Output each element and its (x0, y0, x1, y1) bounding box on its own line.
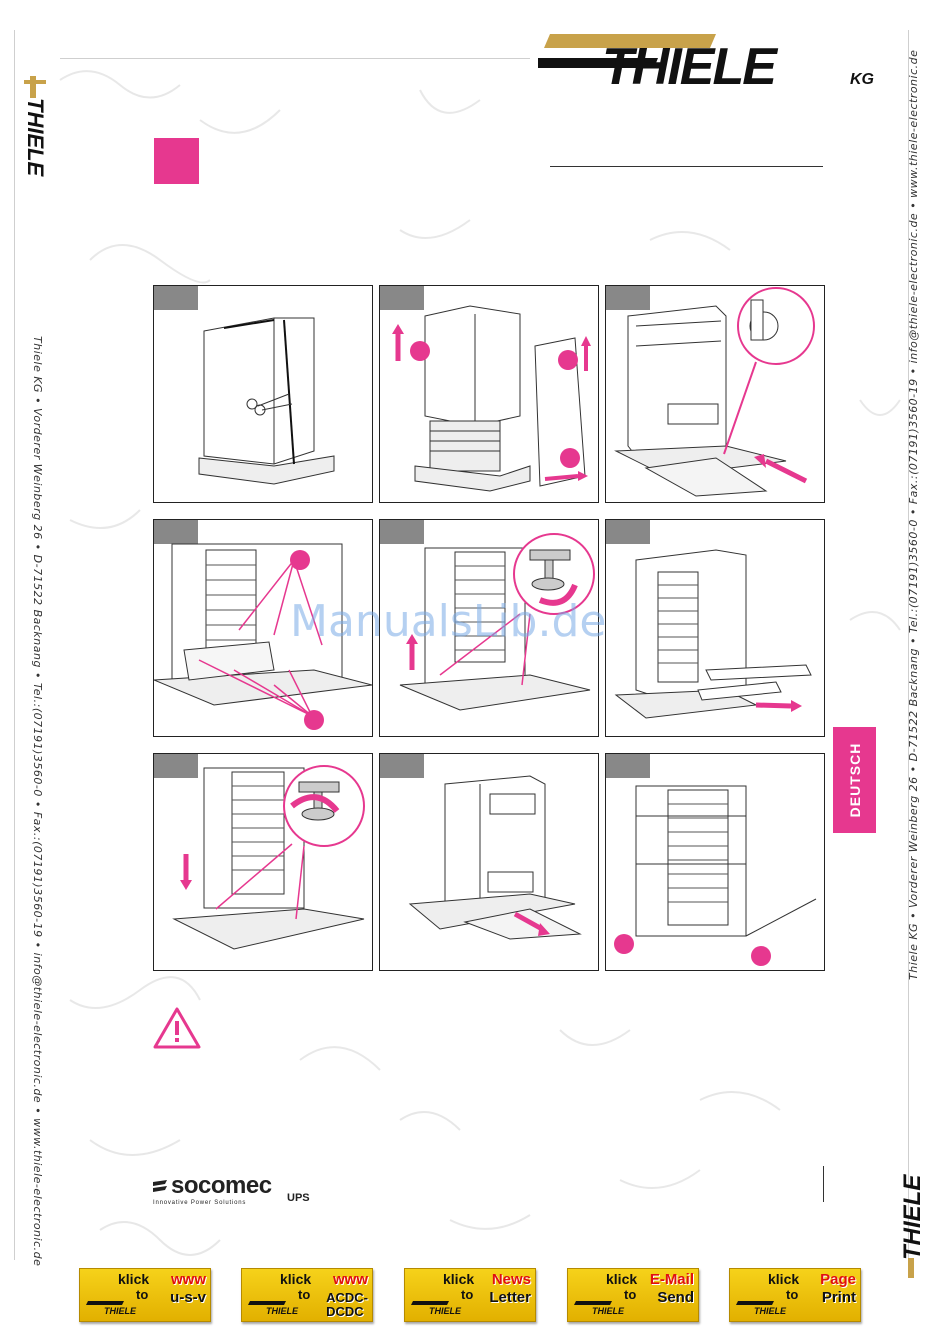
step-panel-8 (379, 753, 599, 971)
button-to-label: to (136, 1287, 149, 1302)
svg-text:THIELE: THIELE (754, 1306, 787, 1315)
title-underline (550, 166, 823, 167)
svg-text:THIELE: THIELE (429, 1306, 462, 1315)
step-panel-4 (153, 519, 373, 737)
socomec-name: socomec (171, 1172, 272, 1199)
watermark: ManualsLib.de (290, 596, 607, 647)
logo-suffix: KG (850, 71, 874, 88)
klick-to-acdc-button[interactable]: THIELE klick to www ACDC- DCDC (241, 1268, 373, 1322)
button-to-label: to (786, 1287, 799, 1302)
button-klick-label: klick (768, 1271, 800, 1287)
language-tab-deutsch[interactable]: DEUTSCH (833, 727, 876, 833)
ramp-illustration (614, 287, 815, 497)
warning-icon (153, 1007, 201, 1049)
thiele-mini-logo-icon: THIELE (574, 1301, 625, 1315)
klick-to-print-button[interactable]: THIELE klick to Page Print (729, 1268, 861, 1322)
button-word2: ACDC- DCDC (326, 1290, 368, 1319)
button-to-label: to (461, 1287, 474, 1302)
step-panel-3 (605, 285, 825, 503)
step-panel-2 (379, 285, 599, 503)
raise-feet-illustration (399, 533, 595, 711)
socomec-logo: socomec UPS Innovative Power Solutions (153, 1172, 323, 1212)
thiele-mini-logo-icon: THIELE (736, 1301, 787, 1315)
button-word2: Letter (489, 1289, 531, 1306)
language-tab-label: DEUTSCH (846, 742, 863, 818)
top-rule (60, 58, 530, 59)
klick-to-usv-button[interactable]: THIELE klick to www u-s-v (79, 1268, 211, 1322)
thiele-logo-small-left: THIELE (23, 76, 48, 178)
step-tab (380, 754, 424, 778)
button-word1: www (170, 1271, 206, 1288)
contact-text-left: Thiele KG • Vorderer Weinberg 26 • D-715… (31, 336, 44, 1267)
left-border-line (14, 30, 15, 1260)
button-word2: u-s-v (170, 1289, 206, 1306)
button-word1: E-Mail (649, 1271, 694, 1288)
step-tab (154, 520, 198, 544)
thiele-mini-logo-icon: THIELE (411, 1301, 462, 1315)
socomec-ups: UPS (287, 1192, 310, 1204)
step-tab (154, 754, 198, 778)
lower-feet-illustration (172, 765, 365, 950)
step-tab (606, 286, 650, 310)
button-word1: Page (820, 1271, 856, 1288)
step-tab (154, 286, 198, 310)
remove-brackets-illustration (154, 543, 372, 730)
logo-text-left: THIELE (23, 98, 48, 178)
button-klick-label: klick (443, 1271, 475, 1287)
right-border-line (908, 30, 909, 1260)
button-klick-label: klick (280, 1271, 312, 1287)
step-panel-7 (153, 753, 373, 971)
step-tab (606, 754, 650, 778)
button-klick-label: klick (118, 1271, 150, 1287)
step-tab (380, 286, 424, 310)
button-klick-label: klick (606, 1271, 638, 1287)
button-word2: Print (821, 1289, 856, 1306)
button-word1: News (491, 1271, 531, 1288)
socomec-mark-icon (153, 1180, 167, 1192)
step-panel-9 (605, 753, 825, 971)
step-tab (380, 520, 424, 544)
klick-to-newsletter-button[interactable]: THIELE klick to News Letter (404, 1268, 536, 1322)
logo-text-right: THIELE (899, 1174, 926, 1260)
button-word1: www (332, 1271, 368, 1288)
step-tab (606, 520, 650, 544)
button-to-label: to (298, 1287, 311, 1302)
thiele-logo-small-right: THIELE (899, 1174, 926, 1278)
step-panel-6 (605, 519, 825, 737)
button-word2: Send (657, 1289, 694, 1306)
roll-down-ramp-illustration (408, 775, 582, 940)
section-marker (154, 138, 199, 184)
svg-text:THIELE: THIELE (592, 1306, 625, 1315)
unpack-scissors-illustration (198, 317, 335, 485)
contact-text-right: Thiele KG • Vorderer Weinberg 26 • D-715… (907, 49, 920, 980)
step-panel-1 (153, 285, 373, 503)
button-to-label: to (624, 1287, 637, 1302)
step-panel-5 (379, 519, 599, 737)
socomec-tagline: Innovative Power Solutions (153, 1200, 247, 1206)
remove-rails-illustration (614, 549, 812, 719)
lift-cover-illustration (392, 305, 591, 492)
footer-divider (823, 1166, 824, 1202)
thiele-logo: THIELE KG (538, 34, 874, 90)
logo-text: THIELE (602, 38, 778, 90)
thiele-mini-logo-icon: THIELE (86, 1301, 137, 1315)
klick-to-email-button[interactable]: THIELE klick to E-Mail Send (567, 1268, 699, 1322)
thiele-mini-logo-icon: THIELE (248, 1301, 299, 1315)
svg-text:THIELE: THIELE (266, 1306, 299, 1315)
level-feet-illustration (614, 785, 817, 966)
svg-text:THIELE: THIELE (104, 1306, 137, 1315)
